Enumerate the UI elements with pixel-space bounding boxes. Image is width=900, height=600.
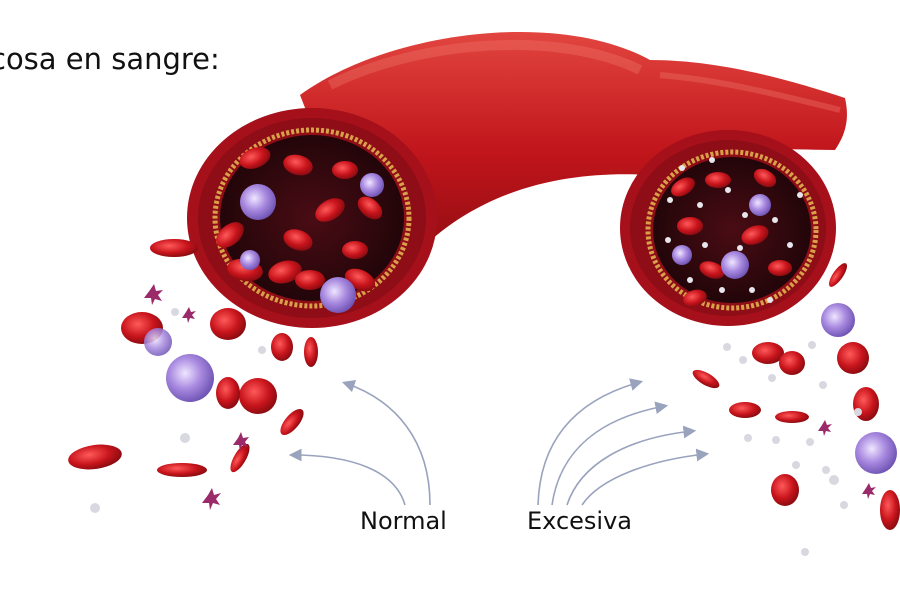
scattered-white-cells-excessive <box>821 303 897 474</box>
scattered-glucose-excessive <box>723 341 862 556</box>
scattered-red-cells-excessive <box>692 263 900 530</box>
label-normal: Normal <box>360 507 447 535</box>
red-cells-inside-normal <box>216 147 383 292</box>
blood-vessel <box>300 31 847 300</box>
glucose-inside-excessive <box>665 157 803 303</box>
page-heading: cosa en sangre: <box>0 42 220 76</box>
vessel-cross-section-excessive <box>620 130 836 326</box>
red-cells-inside-excessive <box>671 168 792 307</box>
scattered-platelets-excessive <box>818 420 876 499</box>
arrows-excessive <box>537 378 710 506</box>
vessel-cross-section-normal <box>187 108 437 328</box>
white-cells-inside-normal <box>240 173 384 313</box>
label-excessive: Excesiva <box>527 507 632 535</box>
white-cells-inside-excessive <box>672 194 771 279</box>
scattered-glucose-normal <box>90 308 266 513</box>
scattered-white-cells-normal <box>144 328 214 402</box>
scattered-platelets-normal <box>144 284 249 510</box>
arrows-normal <box>288 380 431 506</box>
